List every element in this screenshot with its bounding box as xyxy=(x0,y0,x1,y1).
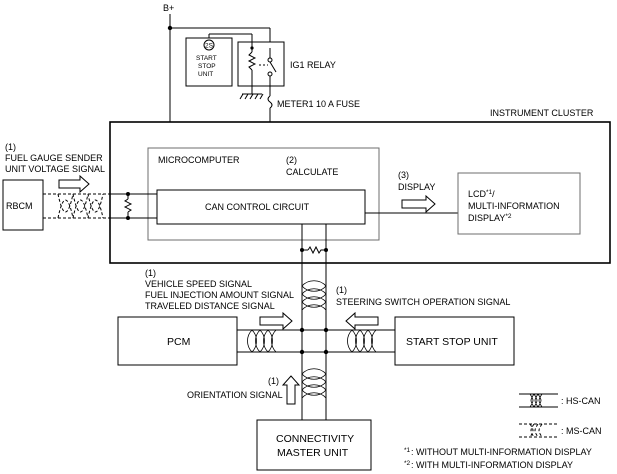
start-stop-unit-label: START STOP UNIT xyxy=(406,336,498,348)
ground-icon xyxy=(239,86,264,100)
display-number: (3) xyxy=(398,170,409,180)
note2-text: : WITH MULTI-INFORMATION DISPLAY xyxy=(411,460,573,470)
pcm: PCM (1) VEHICLE SPEED SIGNAL FUEL INJECT… xyxy=(117,268,294,366)
note2-mark: *2 xyxy=(404,460,411,467)
pcm-signal-1: VEHICLE SPEED SIGNAL xyxy=(145,279,252,289)
pcm-label: PCM xyxy=(167,336,190,348)
relay-coil-icon xyxy=(247,51,257,71)
lcd-line1: LCD*1/ xyxy=(468,189,495,199)
ms-can-twist-a xyxy=(57,193,104,213)
pcm-signal-number: (1) xyxy=(145,268,156,278)
bplus-label: B+ xyxy=(163,3,174,13)
calculate-label: CALCULATE xyxy=(286,167,338,177)
legend-hs-can: : HS-CAN xyxy=(561,396,601,406)
hs-can-horizontal xyxy=(237,327,395,355)
instrument-cluster: INSTRUMENT CLUSTER MICROCOMPUTER (2) CAL… xyxy=(109,108,611,264)
lcd-box xyxy=(457,172,581,235)
start-stop-unit: START STOP UNIT (1) STEERING SWITCH OPER… xyxy=(336,285,515,366)
legend-ms-can: : MS-CAN xyxy=(561,426,602,436)
fuse-icon xyxy=(267,95,273,109)
rbcm-box xyxy=(2,179,44,231)
start-stop-line3: UNIT xyxy=(198,71,213,78)
legend-ms-can-icon xyxy=(529,423,543,438)
footnotes: *1 : WITHOUT MULTI-INFORMATION DISPLAY *… xyxy=(404,447,592,470)
hs-can-twist-upper xyxy=(301,280,327,311)
pcm-signal-3: TRAVELED DISTANCE SIGNAL xyxy=(145,301,275,311)
connector-badge-icon xyxy=(203,39,215,51)
terminating-resistor-left-icon xyxy=(123,198,133,213)
rbcm-signal-number: (1) xyxy=(5,142,16,152)
connectivity-box xyxy=(256,419,372,471)
ig1-relay: IG1 RELAY xyxy=(209,33,336,96)
start-stop-signal: STEERING SWITCH OPERATION SIGNAL xyxy=(336,297,510,307)
rbcm: RBCM (1) FUEL GAUGE SENDER UNIT VOLTAGE … xyxy=(2,142,110,231)
pcm-signal-2: FUEL INJECTION AMOUNT SIGNAL xyxy=(145,290,294,300)
hs-can-twist-lower xyxy=(301,368,327,399)
ig1-relay-box xyxy=(237,41,285,87)
start-stop-unit-large-box xyxy=(394,316,515,366)
hs-can-vertical-upper xyxy=(301,262,327,433)
can-control-circuit-label: CAN CONTROL CIRCUIT xyxy=(205,202,310,212)
connectivity-label-line2: MASTER UNIT xyxy=(277,447,349,459)
rbcm-signal-arrow-icon xyxy=(58,174,90,194)
pcm-box xyxy=(117,316,238,366)
note1-mark: *1 xyxy=(404,447,411,454)
connectivity-label-line1: CONNECTIVITY xyxy=(276,433,354,445)
legend-hs-can-icon xyxy=(529,393,543,408)
ms-can-twist-b xyxy=(57,199,104,219)
rbcm-signal-line2: UNIT VOLTAGE SIGNAL xyxy=(5,164,105,174)
connector-badge-text: 2S xyxy=(205,43,214,50)
pcm-signal-arrow-icon xyxy=(259,311,293,331)
start-stop-unit-small: 2S START STOP UNIT xyxy=(185,34,233,87)
connectivity-signal: ORIENTATION SIGNAL xyxy=(187,390,283,400)
fuse-label: METER1 10 A FUSE xyxy=(277,99,360,109)
start-stop-signal-number: (1) xyxy=(336,285,347,295)
instrument-cluster-title: INSTRUMENT CLUSTER xyxy=(490,108,594,118)
display-arrow-icon xyxy=(401,194,436,214)
hs-can-twist-left xyxy=(247,329,277,353)
can-control-circuit-box xyxy=(156,189,366,225)
rbcm-signal-line1: FUEL GAUGE SENDER xyxy=(5,153,103,163)
lcd-line2: MULTI-INFORMATION xyxy=(468,201,560,211)
terminating-resistor-bottom-icon xyxy=(307,245,326,255)
start-stop-signal-arrow-icon xyxy=(345,311,379,331)
start-stop-unit-box xyxy=(185,37,233,87)
display-label: DISPLAY xyxy=(398,182,435,192)
relay-switch-icon xyxy=(269,61,277,73)
note1-text: : WITHOUT MULTI-INFORMATION DISPLAY xyxy=(411,447,592,457)
legend: : HS-CAN : MS-CAN xyxy=(519,393,602,438)
lcd-line3: DISPLAY*2 xyxy=(468,213,512,223)
connectivity-signal-arrow-icon xyxy=(281,375,301,405)
hs-can-twist-right xyxy=(347,329,377,353)
connectivity-signal-number: (1) xyxy=(268,376,279,386)
connectivity-master-unit: CONNECTIVITY MASTER UNIT (1) ORIENTATION… xyxy=(187,375,372,471)
calculate-number: (2) xyxy=(286,155,297,165)
start-stop-line1: START xyxy=(196,55,217,62)
start-stop-line2: STOP xyxy=(198,63,216,70)
ig1-relay-label: IG1 RELAY xyxy=(290,60,336,70)
microcomputer-label: MICROCOMPUTER xyxy=(158,155,240,165)
rbcm-label: RBCM xyxy=(6,201,33,211)
